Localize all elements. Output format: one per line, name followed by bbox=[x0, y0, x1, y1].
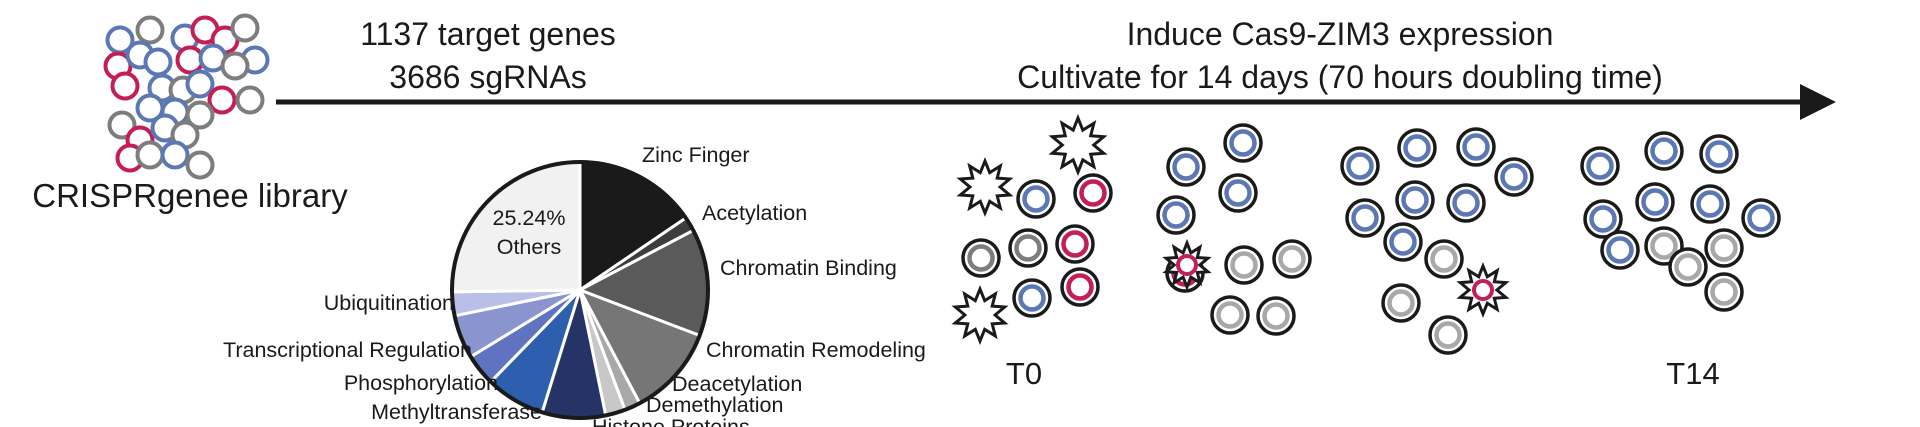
timeline-arrow bbox=[276, 84, 1836, 120]
sgrna-ring-icon bbox=[1401, 186, 1429, 214]
sgrna-ring-icon bbox=[1162, 201, 1190, 229]
sgrna-ring-icon bbox=[1606, 236, 1634, 264]
pie-label-chromatin-binding: Chromatin Binding bbox=[720, 256, 897, 280]
sgrna-ring-icon bbox=[1462, 133, 1490, 161]
arrow-head-icon bbox=[1800, 84, 1836, 120]
others-percent-label: 25.24% bbox=[493, 206, 566, 230]
cell-populations bbox=[951, 113, 1781, 355]
sgrna-ring-icon bbox=[1389, 228, 1417, 256]
sgrna-ring-icon bbox=[1650, 232, 1678, 260]
others-name-label: Others bbox=[497, 235, 562, 259]
timepoint-t14: T14 bbox=[1666, 356, 1719, 391]
sgrna-ring-icon bbox=[220, 51, 250, 81]
cultivate-text: Cultivate for 14 days (70 hours doubling… bbox=[1017, 59, 1663, 95]
pie-label-deacetylation: Deacetylation bbox=[672, 372, 802, 396]
sgrna-ring-icon bbox=[185, 69, 215, 99]
sgrna-ring-icon bbox=[1351, 204, 1379, 232]
pie-label-demethylation: Demethylation bbox=[646, 393, 783, 417]
timepoint-t0: T0 bbox=[1006, 356, 1042, 391]
sgrna-ring-icon bbox=[143, 47, 173, 77]
dying-cell-burst-icon bbox=[1048, 113, 1108, 177]
sgrna-ring-icon bbox=[1216, 301, 1244, 329]
dying-cell-burst-icon bbox=[956, 156, 1014, 218]
sgrna-ring-icon bbox=[1229, 129, 1257, 157]
pie-label-histone-proteins: Histone Proteins bbox=[592, 415, 750, 427]
sgrna-ring-icon bbox=[1061, 230, 1089, 258]
pie-label-phosphorylation: Phosphorylation bbox=[344, 371, 498, 395]
sgrna-ring-icon bbox=[1014, 234, 1042, 262]
pie-label-transcriptional-regulation: Transcriptional Regulation bbox=[223, 338, 472, 362]
sgrna-library-cluster bbox=[103, 13, 270, 180]
sgrna-ring-icon bbox=[1262, 302, 1290, 330]
sgrna-ring-icon bbox=[185, 150, 215, 180]
sgrna-ring-icon bbox=[1710, 278, 1738, 306]
sgrna-ring-icon bbox=[1674, 253, 1702, 281]
pie-label-acetylation: Acetylation bbox=[702, 201, 807, 225]
sgrna-count-text: 3686 sgRNAs bbox=[389, 59, 586, 95]
sgrna-ring-icon bbox=[967, 244, 995, 272]
sgrna-ring-icon bbox=[1641, 188, 1669, 216]
sgrna-ring-icon bbox=[1018, 284, 1046, 312]
sgrna-ring-icon bbox=[1172, 153, 1200, 181]
pie-label-zinc-finger: Zinc Finger bbox=[642, 143, 750, 167]
sgrna-ring-icon bbox=[1066, 273, 1094, 301]
sgrna-ring-icon bbox=[1472, 279, 1494, 301]
sgrna-ring-icon bbox=[1230, 251, 1258, 279]
pie-outline bbox=[450, 160, 710, 420]
dying-cell-burst-icon bbox=[951, 284, 1009, 346]
sgrna-ring-icon bbox=[1176, 254, 1198, 276]
sgrna-ring-icon bbox=[1430, 245, 1458, 273]
sgrna-ring-icon bbox=[1403, 134, 1431, 162]
sgrna-ring-icon bbox=[1278, 245, 1306, 273]
sgrna-ring-icon bbox=[185, 100, 215, 130]
sgrna-ring-icon bbox=[1387, 289, 1415, 317]
sgrna-ring-icon bbox=[1500, 163, 1528, 191]
sgrna-ring-icon bbox=[1650, 137, 1678, 165]
sgrna-ring-icon bbox=[135, 140, 165, 170]
sgrna-ring-icon bbox=[1452, 189, 1480, 217]
sgrna-ring-icon bbox=[1705, 140, 1733, 168]
sgrna-ring-icon bbox=[1022, 185, 1050, 213]
sgrna-ring-icon bbox=[107, 110, 137, 140]
sgrna-ring-icon bbox=[1079, 179, 1107, 207]
sgrna-ring-icon bbox=[1589, 205, 1617, 233]
sgrna-ring-icon bbox=[235, 85, 265, 115]
sgrna-ring-icon bbox=[207, 85, 237, 115]
sgrna-ring-icon bbox=[230, 13, 260, 43]
sgrna-ring-icon bbox=[1346, 152, 1374, 180]
sgrna-ring-icon bbox=[160, 140, 190, 170]
pie-label-chromatin-remodeling: Chromatin Remodeling bbox=[706, 338, 926, 362]
sgrna-ring-icon bbox=[110, 71, 140, 101]
sgrna-ring-icon bbox=[1586, 152, 1614, 180]
induce-expression-text: Induce Cas9-ZIM3 expression bbox=[1127, 16, 1554, 52]
target-genes-text: 1137 target genes bbox=[360, 16, 616, 52]
sgrna-ring-icon bbox=[1434, 321, 1462, 349]
sgrna-ring-icon bbox=[1710, 234, 1738, 262]
sgrna-ring-icon bbox=[135, 15, 165, 45]
sgrna-ring-icon bbox=[1747, 204, 1775, 232]
sgrna-ring-icon bbox=[1224, 179, 1252, 207]
library-label: CRISPRgenee library bbox=[32, 177, 348, 214]
pie-label-methyltransferase: Methyltransferase bbox=[371, 400, 542, 424]
sgrna-ring-icon bbox=[1696, 190, 1724, 218]
pie-label-ubiquitination: Ubiquitination bbox=[324, 291, 454, 315]
